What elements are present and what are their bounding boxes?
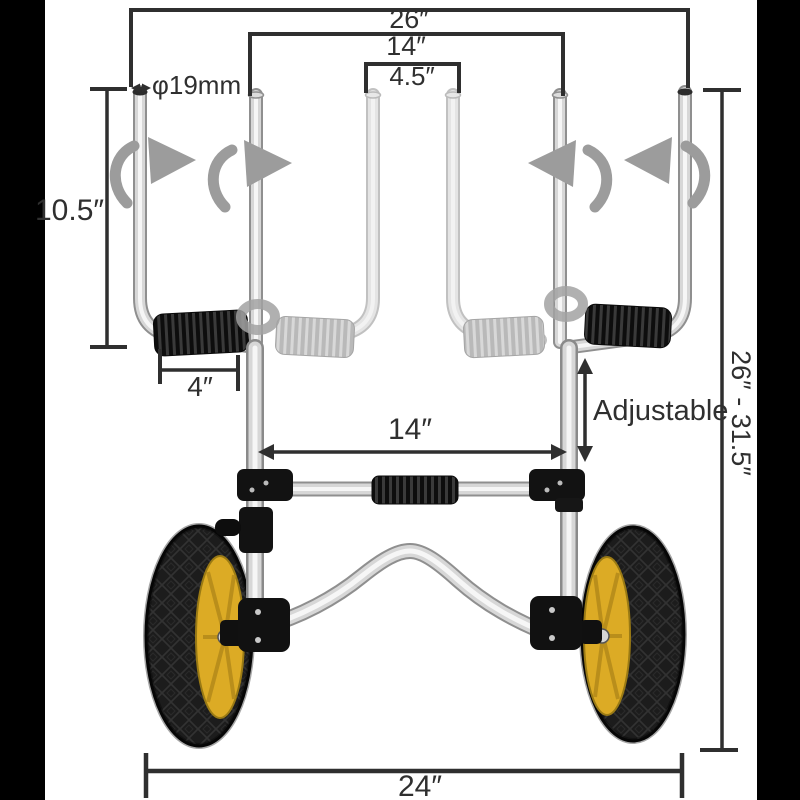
- adjustable-label: Adjustable: [593, 395, 729, 427]
- dimension-diameter-arrow: [131, 83, 151, 93]
- left-foam-pad: [152, 309, 250, 357]
- rotate-arrow-icon: [624, 137, 711, 209]
- ghost-folded-arms: [275, 88, 547, 359]
- dimension-label-10p5: 10.5″: [34, 194, 104, 227]
- ghost-foam-pad: [463, 315, 545, 359]
- bottom-v-frame: [255, 542, 559, 643]
- dimension-14-bracket: [248, 32, 565, 96]
- tube-cap: [551, 91, 569, 99]
- dimension-label-4p5: 4.5″: [389, 61, 435, 91]
- dimension-14-arrow: [258, 444, 567, 460]
- adjust-knob: [215, 519, 241, 536]
- left-black-bar: [0, 0, 45, 800]
- rotate-arrow-icon: [207, 140, 292, 213]
- rotate-arrow-icon: [109, 137, 196, 209]
- tube-end-cap: [677, 88, 693, 96]
- left-axle-joint: [220, 598, 290, 652]
- dimension-height-range: [700, 88, 741, 752]
- dimension-4p5-bracket: [364, 62, 461, 93]
- cart-frame: [132, 85, 693, 652]
- height-adjust-collar: [239, 507, 273, 553]
- ghost-pivot-ring: [236, 299, 280, 335]
- dimension-lines: [90, 8, 741, 798]
- dimension-label-26: 26″: [389, 4, 429, 34]
- dimension-10p5: [90, 87, 127, 349]
- dimension-24: [143, 753, 685, 798]
- right-crossbar-clamp: [529, 469, 585, 501]
- dimension-label-4: 4″: [187, 371, 213, 402]
- right-black-bar: [757, 0, 800, 800]
- dimension-26-bracket: [129, 8, 690, 88]
- dimension-label-14-top: 14″: [386, 31, 426, 61]
- dimension-label-14-mid: 14″: [388, 413, 432, 446]
- ghost-tube-cap: [364, 91, 382, 99]
- right-axle-joint: [530, 596, 602, 650]
- crossbar-foam-grip: [371, 475, 459, 505]
- dimension-label-24: 24″: [398, 770, 442, 800]
- dimension-label-diameter: φ19mm: [152, 70, 242, 100]
- right-wheel: [579, 524, 687, 744]
- rotate-arrow-icon: [528, 140, 613, 213]
- dimension-4: [158, 349, 240, 391]
- ghost-tube-cap: [444, 91, 462, 99]
- ghost-foam-pad: [275, 315, 355, 359]
- rotation-arrows: [109, 137, 711, 213]
- ghost-pivot-ring: [544, 286, 588, 322]
- right-foam-pad: [584, 303, 672, 349]
- dimension-label-26-31p5: 26″ - 31.5″: [726, 350, 757, 476]
- dimension-adjustable-arrow: [577, 358, 593, 462]
